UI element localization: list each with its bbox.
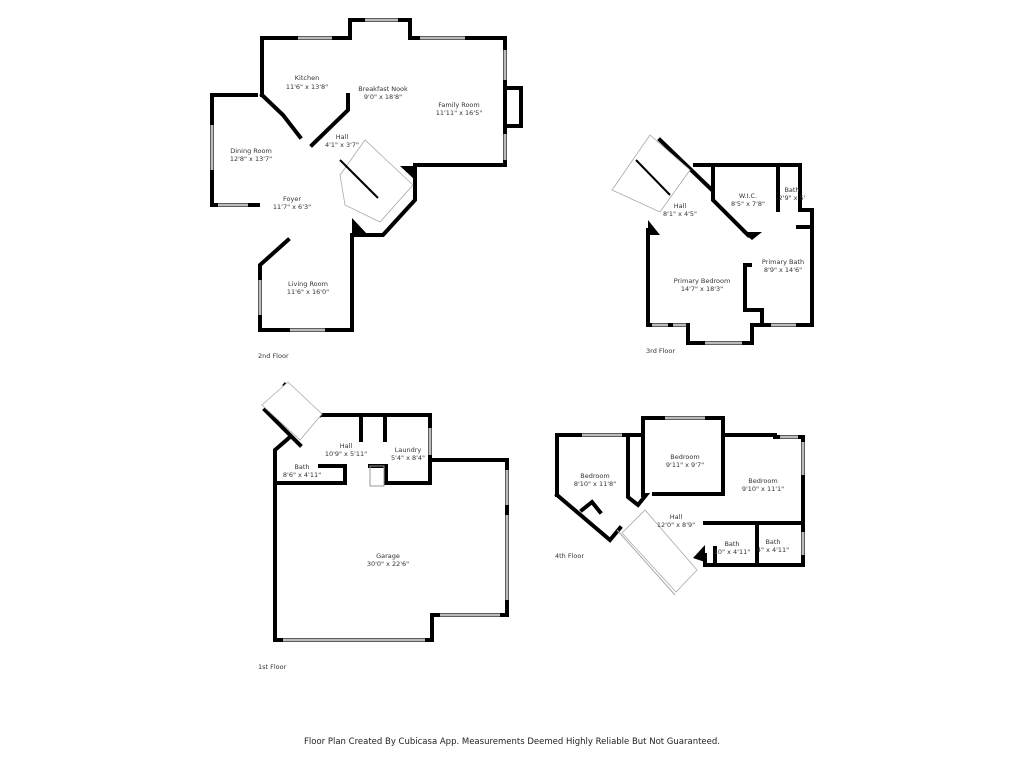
- room-dims: 4'1" x 3'7": [325, 141, 359, 149]
- wall: [693, 163, 814, 327]
- room-dims: 11'11" x 16'5": [436, 109, 482, 117]
- room-name: W.I.C.: [739, 192, 757, 200]
- wall: [273, 464, 347, 485]
- third-floor-plan: Hall 8'1" x 4'5" W.I.C. 8'5" x 7'8" Bath…: [611, 134, 814, 355]
- room-dims: 14'7" x 18'3": [681, 285, 723, 293]
- wall: [554, 492, 623, 543]
- wall: [259, 92, 303, 140]
- room-dims: 8'9" x 14'6": [764, 266, 802, 274]
- room-dims: 2'9" x 5': [779, 194, 806, 202]
- wall: [652, 433, 725, 496]
- room-name: Bedroom: [748, 477, 777, 485]
- room-name: Dining Room: [230, 147, 272, 155]
- room-dims: 10'9" x 5'11": [325, 450, 367, 458]
- wall-mass: [742, 232, 762, 240]
- room-name: Garage: [376, 552, 400, 560]
- room-dims: 30'0" x 22'6": [367, 560, 409, 568]
- room-name: Bedroom: [670, 453, 699, 461]
- staircase: [261, 381, 323, 441]
- room-name: Kitchen: [295, 74, 319, 82]
- wall: [579, 499, 603, 515]
- wall: [743, 263, 764, 327]
- room-dims: 11'6" x 13'8": [286, 83, 328, 91]
- room-name: Primary Bath: [762, 258, 804, 266]
- disclaimer-footer: Floor Plan Created By Cubicasa App. Meas…: [304, 737, 720, 747]
- floor-label: 3rd Floor: [646, 347, 675, 355]
- room-dims: 9'0" x 18'8": [364, 93, 402, 101]
- room-name: Family Room: [438, 101, 480, 109]
- first-floor-plan: Hall 10'9" x 5'11" Laundry 5'4" x 8'4" B…: [258, 381, 509, 671]
- wall: [273, 413, 509, 642]
- room-dims: 8'10" x 11'8": [574, 480, 616, 488]
- room-dims: 12'8" x 13'7": [230, 155, 272, 163]
- room-name: Bath: [724, 540, 739, 548]
- room-dims: 11'6" x 16'0": [287, 288, 329, 296]
- room-name: Living Room: [288, 280, 328, 288]
- room-dims: 9'11" x 9'7": [666, 461, 704, 469]
- room-name: Breakfast Nook: [358, 85, 408, 93]
- wall: [309, 93, 350, 148]
- wall-mass: [648, 220, 660, 235]
- wall: [646, 228, 764, 345]
- room-name: Bedroom: [580, 472, 609, 480]
- room-dims: 11'7" x 6'3": [273, 203, 311, 211]
- room-dims: 4" x 4'11": [757, 546, 789, 554]
- wall-mass: [400, 166, 415, 180]
- closet: [369, 465, 385, 487]
- room-dims: 8'5" x 7'8": [731, 200, 765, 208]
- staircase: [616, 509, 698, 596]
- room-dims: 8'1" x 4'5": [663, 210, 697, 218]
- wall: [711, 163, 751, 238]
- room-name: Hall: [340, 442, 353, 450]
- staircase: [611, 134, 691, 213]
- room-name: Primary Bedroom: [674, 277, 731, 285]
- room-name: Hall: [336, 133, 349, 141]
- room-name: Hall: [670, 513, 683, 521]
- fireplace: [503, 86, 523, 128]
- wall: [626, 433, 651, 508]
- wall-mass: [693, 545, 705, 562]
- room-name: Foyer: [283, 195, 301, 203]
- room-name: Laundry: [395, 446, 422, 454]
- room-dims: 8'6" x 4'11": [283, 471, 321, 479]
- wall: [368, 458, 432, 485]
- floor-label: 2nd Floor: [258, 352, 289, 360]
- staircase: [339, 139, 414, 223]
- room-dims: 12'0" x 8'9": [657, 521, 695, 529]
- wall: [657, 137, 715, 193]
- room-name: Bath: [294, 463, 309, 471]
- second-floor-plan: Kitchen 11'6" x 13'8" Breakfast Nook 9'0…: [210, 18, 523, 360]
- fourth-floor-plan: Bedroom 8'10" x 11'8" Bedroom 9'11" x 9'…: [554, 416, 805, 596]
- room-dims: 5'4" x 8'4": [391, 454, 425, 462]
- room-dims: 9'10" x 11'1": [742, 485, 784, 493]
- room-name: Bath: [765, 538, 780, 546]
- room-dims: 10" x 4'11": [714, 548, 750, 556]
- floor-label: 1st Floor: [258, 663, 287, 671]
- wall-mass: [352, 218, 368, 235]
- room-name: Hall: [674, 202, 687, 210]
- floor-label: 4th Floor: [555, 552, 584, 560]
- wall: [262, 407, 303, 448]
- room-name: Bath: [784, 186, 799, 194]
